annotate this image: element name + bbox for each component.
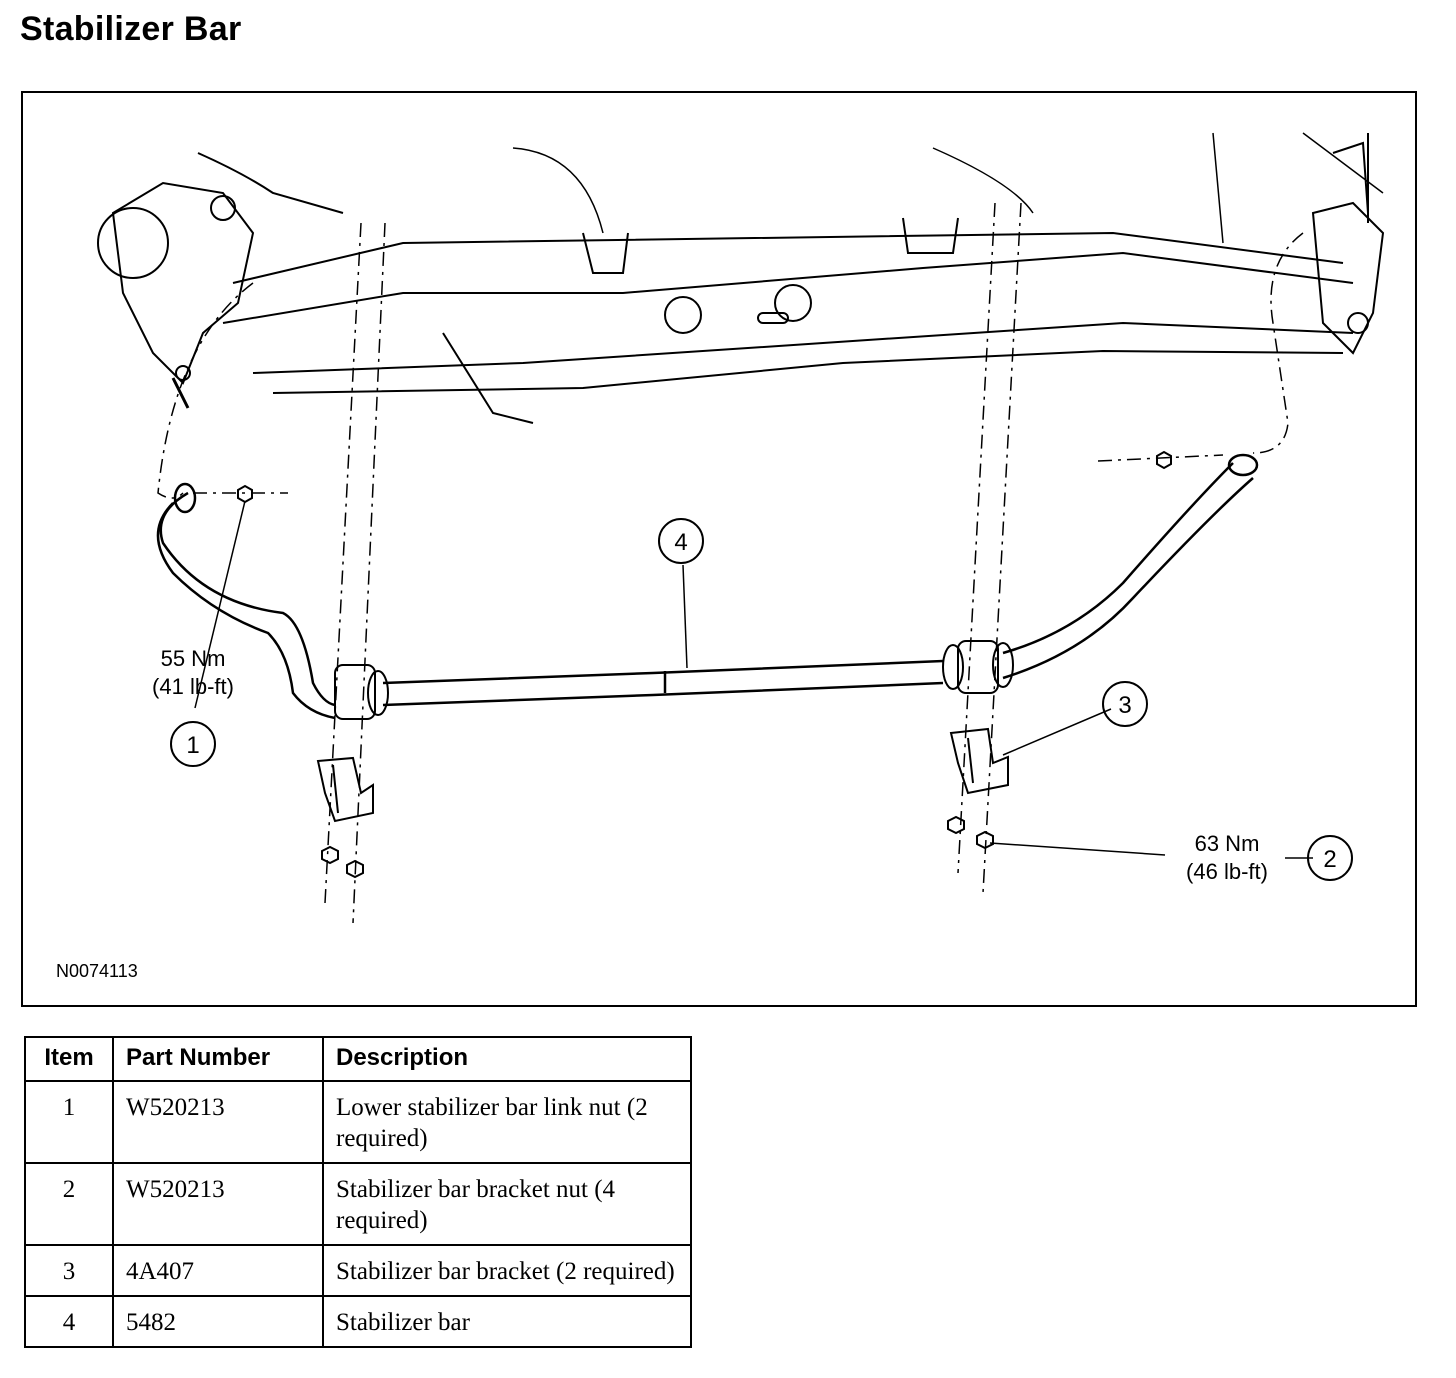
table-row: 4 5482 Stabilizer bar	[24, 1295, 692, 1348]
page-title: Stabilizer Bar	[20, 10, 242, 48]
part-number-cell: 4A407	[112, 1244, 324, 1297]
callout-1-label: 1	[186, 732, 199, 759]
part-number-cell: W520213	[112, 1162, 324, 1246]
description-cell: Stabilizer bar	[322, 1295, 692, 1348]
background-outline	[512, 132, 1384, 244]
header-description: Description	[322, 1036, 692, 1082]
leader-lines	[194, 500, 1313, 859]
table-row: 3 4A407 Stabilizer bar bracket (2 requir…	[24, 1244, 692, 1297]
item-cell: 3	[24, 1244, 114, 1297]
item-cell: 4	[24, 1295, 114, 1348]
table-row: 1 W520213 Lower stabilizer bar link nut …	[24, 1080, 692, 1164]
parts-table: Item Part Number Description 1 W520213 L…	[24, 1036, 692, 1348]
stabilizer-bar-illustration: 1 2 3 4 55 Nm (41 lb-ft) 63 Nm (46 lb-ft…	[56, 132, 1385, 981]
callout-4: 4	[658, 518, 704, 564]
callout-2: 2	[1307, 835, 1353, 881]
callout-2-label: 2	[1323, 846, 1336, 873]
left-knuckle	[97, 152, 344, 409]
description-cell: Stabilizer bar bracket nut (4 required)	[322, 1162, 692, 1246]
right-knuckle	[1311, 133, 1385, 355]
description-cell: Stabilizer bar bracket (2 required)	[322, 1244, 692, 1297]
callout-4-label: 4	[674, 529, 687, 556]
torque-1-lbft: (41 lb-ft)	[152, 674, 234, 699]
callout-1: 1	[170, 721, 216, 767]
part-number-cell: W520213	[112, 1080, 324, 1164]
description-cell: Lower stabilizer bar link nut (2 require…	[322, 1080, 692, 1164]
figure-id: N0074113	[56, 961, 138, 981]
torque-2-lbft: (46 lb-ft)	[1186, 859, 1268, 884]
callout-3-label: 3	[1118, 692, 1131, 719]
torque-2-nm: 63 Nm	[1195, 831, 1260, 856]
torque-1-nm: 55 Nm	[161, 646, 226, 671]
link-centerlines	[157, 202, 1304, 924]
header-part-number: Part Number	[112, 1036, 324, 1082]
nuts	[237, 450, 1172, 879]
item-cell: 1	[24, 1080, 114, 1164]
table-row: 2 W520213 Stabilizer bar bracket nut (4 …	[24, 1162, 692, 1246]
brackets	[316, 727, 1009, 823]
callout-3: 3	[1102, 681, 1148, 727]
stabilizer-bar-shape	[156, 453, 1259, 720]
item-cell: 2	[24, 1162, 114, 1246]
exploded-view-figure: 1 2 3 4 55 Nm (41 lb-ft) 63 Nm (46 lb-ft…	[21, 91, 1417, 1007]
bushings	[334, 640, 1014, 720]
header-item: Item	[24, 1036, 114, 1082]
frame-crossmember	[222, 217, 1354, 424]
table-header-row: Item Part Number Description	[24, 1036, 692, 1082]
part-number-cell: 5482	[112, 1295, 324, 1348]
